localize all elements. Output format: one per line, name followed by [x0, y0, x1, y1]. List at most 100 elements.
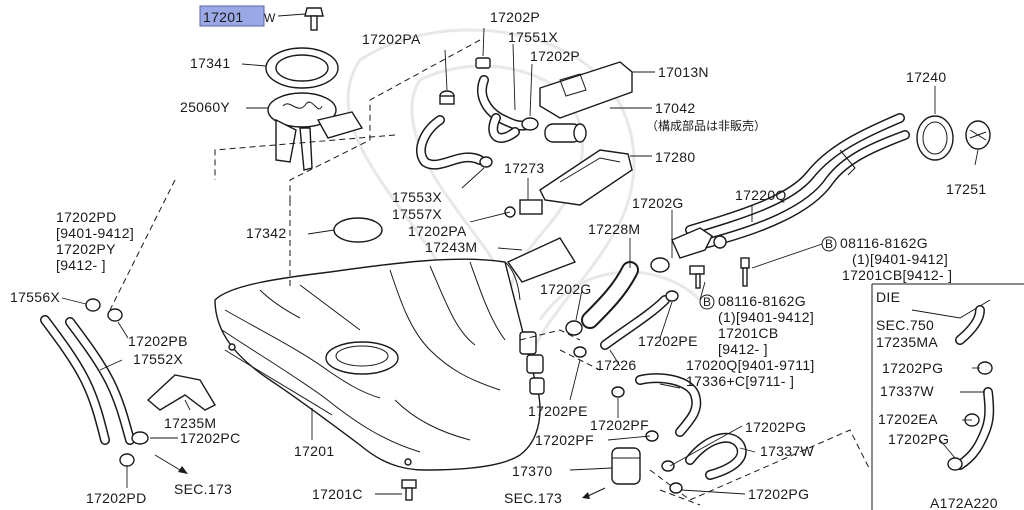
label-17202PF-a: 17202PF — [590, 417, 649, 433]
clip-17202PC — [131, 431, 149, 445]
label-17228M: 17228M — [588, 221, 640, 237]
label-a172a220: A172A220 — [930, 495, 998, 510]
clip-17202PD-top — [85, 298, 101, 312]
ref-line-5 — [519, 329, 581, 341]
label-17553X: 17553X — [392, 189, 442, 205]
label-sec173-left: SEC.173 — [174, 481, 232, 497]
arrow-sec173-bot — [582, 487, 606, 499]
hose-17556X — [40, 315, 110, 445]
ref-line-1 — [289, 39, 481, 200]
ref-line-8 — [659, 489, 701, 506]
bolt-ref-marker-1: B — [821, 236, 837, 252]
label-17201C: 17201C — [312, 486, 363, 502]
lock-ring-17341 — [265, 47, 339, 89]
pump-17042 — [544, 123, 587, 143]
label-b1-sub2: 17201CB[9412- ] — [842, 267, 952, 283]
hose-17020Q — [635, 373, 702, 437]
label-17336C: 17336+C[9711- ] — [686, 373, 794, 389]
pad-17243M — [506, 237, 577, 283]
label-17251: 17251 — [946, 181, 986, 197]
label-b2-sub1: (1)[9401-9412] — [718, 309, 814, 325]
clip-17202PA-top — [439, 90, 455, 105]
label-17337W-die: 17337W — [880, 383, 934, 399]
filler-bracket — [671, 227, 727, 259]
ref-line-3 — [109, 179, 176, 311]
label-17042-note: （構成部品は非販売） — [646, 118, 766, 133]
arrow-sec173-left — [154, 454, 188, 474]
clip-17202PA-mid — [479, 156, 493, 168]
label-17202G-mid: 17202G — [540, 281, 592, 297]
sender-unit-25060Y — [267, 92, 364, 171]
label-17337W: 17337W — [760, 443, 814, 459]
hose-17551X — [477, 75, 535, 143]
label-b1-sub1: (1)[9401-9412] — [852, 251, 948, 267]
clip-17202PD-bot — [119, 453, 135, 467]
filler-tube-17220Q — [685, 113, 910, 250]
label-17240: 17240 — [906, 69, 946, 85]
filler-ring-17240 — [916, 115, 954, 161]
label-17552X: 17552X — [133, 351, 183, 367]
label-b1-part: 08116-8162G — [840, 235, 928, 251]
label-17280: 17280 — [655, 149, 695, 165]
label-17551X: 17551X — [508, 29, 558, 45]
clip-17202G-top — [650, 257, 670, 273]
clip-17202PF-a — [611, 386, 625, 398]
label-17202PG-mid: 17202PG — [745, 419, 806, 435]
label-17202PB: 17202PB — [128, 333, 188, 349]
label-17235M: 17235M — [164, 415, 216, 431]
label-sec750: SEC.750 — [876, 317, 934, 333]
label-17370: 17370 — [512, 463, 552, 479]
label-17202PC: 17202PC — [180, 430, 240, 446]
clip-17202PE-r — [665, 290, 679, 302]
label-17226: 17226 — [596, 357, 636, 373]
label-17341: 17341 — [190, 55, 230, 71]
fuel-cap-17251 — [965, 120, 991, 150]
canister-17013N — [539, 61, 633, 119]
label-17202PG-bot: 17202PG — [748, 486, 809, 502]
label-17202PY: 17202PY — [56, 241, 116, 257]
label-17020Q: 17020Q[9401-9711] — [686, 357, 815, 373]
label-17202P-top: 17202P — [490, 9, 540, 25]
label-17557X: 17557X — [392, 206, 442, 222]
label-17202PG-die2: 17202PG — [888, 431, 949, 447]
bolt-ref-marker-2: B — [699, 294, 715, 310]
label-17202PE-r: 17202PE — [638, 333, 698, 349]
hose-17337W — [685, 432, 747, 480]
label-17202PF-b: 17202PF — [535, 432, 594, 448]
label-17202PA-top: 17202PA — [362, 31, 421, 47]
hose-17552X — [65, 317, 135, 445]
label-9401-9412-a: [9401-9412] — [56, 225, 134, 241]
label-17273: 17273 — [504, 160, 544, 176]
label-17042: 17042 — [655, 100, 695, 116]
gasket-17342 — [333, 217, 383, 243]
label-17202G-top: 17202G — [632, 195, 684, 211]
clip-17202PG-mid — [661, 460, 675, 472]
hose-17228M — [581, 261, 639, 329]
label-17202PE-l: 17202PE — [528, 403, 588, 419]
label-17342: 17342 — [246, 225, 286, 241]
label-17202EA: 17202EA — [878, 411, 938, 427]
label-25060Y: 25060Y — [180, 99, 230, 115]
label-17202PD-top: 17202PD — [56, 209, 116, 225]
bolt-b1 — [740, 257, 750, 287]
label-sec173-bot: SEC.173 — [504, 490, 562, 506]
bolt-b2 — [689, 265, 705, 289]
label-die: DIE — [876, 289, 900, 305]
filter-17370 — [611, 447, 641, 485]
label-17201-highlight: 17201 — [203, 9, 243, 25]
label-highlight — [199, 5, 265, 27]
label-b2-sub2: 17201CB — [718, 325, 778, 341]
clip-17202P-top — [475, 57, 491, 69]
bracket-17235M — [146, 374, 216, 411]
ref-line-7 — [649, 429, 871, 501]
leader-lines — [61, 13, 985, 495]
label-17556X: 17556X — [10, 289, 60, 305]
label-17201W-suffix: W — [264, 11, 276, 25]
clip-17202PB — [107, 308, 123, 322]
clip-17202G-mid — [565, 320, 583, 336]
label-17202PA-mid: 17202PA — [408, 223, 467, 239]
label-17235MA: 17235MA — [876, 334, 938, 350]
clip-17202P-mid — [521, 117, 539, 131]
fuel-tank-17201 — [214, 258, 545, 471]
